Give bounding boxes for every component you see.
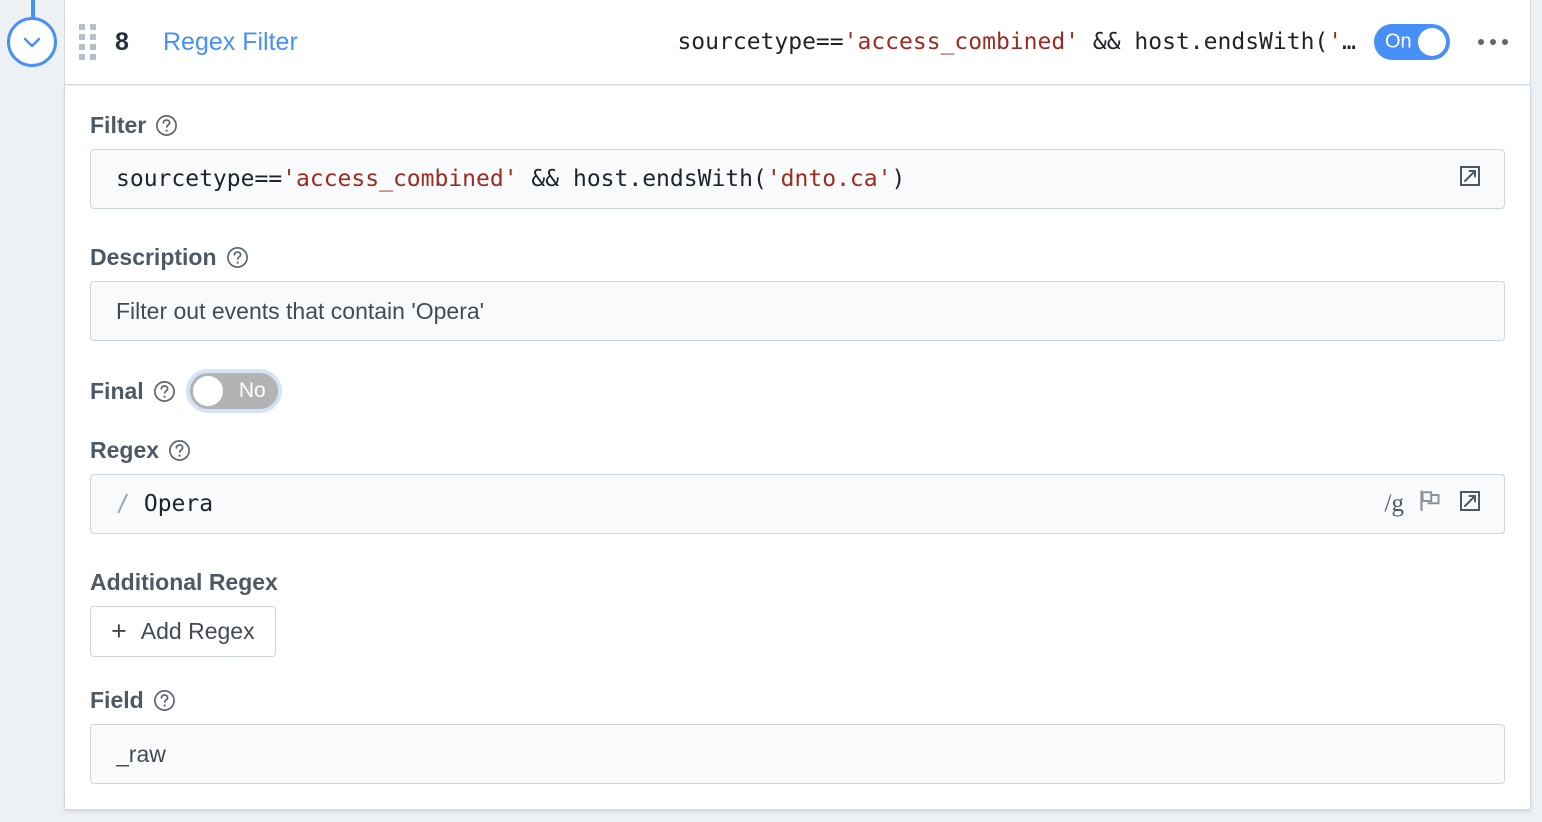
regex-input-value: Opera (143, 491, 214, 517)
toggle-knob (192, 376, 223, 406)
final-label: Final (90, 377, 144, 404)
chevron-down-icon (19, 29, 45, 55)
function-header-row[interactable]: 8 Regex Filter sourcetype=='access_combi… (64, 0, 1531, 85)
help-circle-icon[interactable] (155, 114, 178, 137)
final-row: Final No (90, 369, 1505, 413)
help-circle-icon[interactable] (153, 689, 176, 712)
description-label: Description (90, 244, 217, 270)
function-sequence-number: 8 (115, 27, 129, 56)
filter-value-string2: 'dnto.ca' (766, 166, 892, 192)
filter-value-suffix: ) (891, 166, 906, 192)
expression-string-literal: 'access_combined' (843, 29, 1080, 55)
pipeline-connector-line (31, 0, 35, 18)
filter-input[interactable]: sourcetype=='access_combined' && host.en… (90, 149, 1505, 209)
description-input[interactable]: Filter out events that contain 'Opera' (90, 281, 1505, 341)
final-toggle[interactable]: No (185, 369, 282, 413)
description-input-value: Filter out events that contain 'Opera' (116, 297, 485, 324)
regex-input-actions: /g (1385, 487, 1504, 521)
regex-flags-label[interactable]: /g (1384, 490, 1404, 517)
add-regex-button-label: Add Regex (140, 618, 255, 644)
help-circle-icon[interactable] (226, 246, 249, 269)
final-toggle-label: No (238, 379, 266, 402)
expand-icon[interactable] (1456, 162, 1484, 196)
flag-icon[interactable] (1417, 488, 1443, 520)
filter-value-string1: 'access_combined' (282, 166, 518, 192)
field-label: Field (90, 687, 144, 713)
help-circle-icon[interactable] (153, 380, 176, 403)
final-label-row: Final (90, 378, 176, 405)
regex-slash-prefix: / (116, 491, 130, 517)
expression-ellipsis: … (1342, 29, 1356, 55)
kebab-menu-icon[interactable] (1478, 39, 1508, 45)
plus-icon: + (111, 616, 127, 646)
additional-regex-label-row: Additional Regex (90, 569, 1505, 596)
filter-value-prefix: sourcetype== (116, 166, 283, 192)
filter-label-row: Filter (90, 112, 1505, 139)
expression-suffix: && host.endsWith( (1079, 29, 1329, 55)
collapse-toggle-button[interactable] (7, 17, 57, 67)
function-expression-preview: sourcetype=='access_combined' && host.en… (324, 29, 1356, 55)
regex-input[interactable]: / Opera /g (90, 474, 1505, 534)
regex-label-row: Regex (90, 437, 1505, 464)
field-input-value: _raw (116, 740, 166, 767)
expression-prefix: sourcetype== (677, 29, 844, 55)
function-name-link[interactable]: Regex Filter (163, 27, 298, 56)
function-settings-body: Filter sourcetype=='access_combined' && … (64, 86, 1531, 810)
filter-label: Filter (90, 112, 147, 138)
additional-regex-label: Additional Regex (90, 569, 278, 595)
expand-icon[interactable] (1456, 487, 1484, 521)
regex-label: Regex (90, 437, 160, 463)
drag-handle-icon[interactable] (77, 23, 99, 60)
expression-trailing-quote: ' (1328, 29, 1343, 55)
function-enable-toggle-label: On (1385, 30, 1412, 53)
help-circle-icon[interactable] (168, 439, 191, 462)
description-label-row: Description (90, 244, 1505, 271)
filter-input-actions (1456, 162, 1504, 196)
add-regex-button[interactable]: + Add Regex (90, 606, 276, 657)
field-input[interactable]: _raw (90, 724, 1505, 784)
filter-value-mid: && host.endsWith( (517, 166, 767, 192)
filter-input-value: sourcetype=='access_combined' && host.en… (116, 166, 905, 192)
field-label-row: Field (90, 687, 1505, 714)
toggle-knob (1418, 28, 1446, 56)
function-enable-toggle[interactable]: On (1374, 24, 1450, 60)
